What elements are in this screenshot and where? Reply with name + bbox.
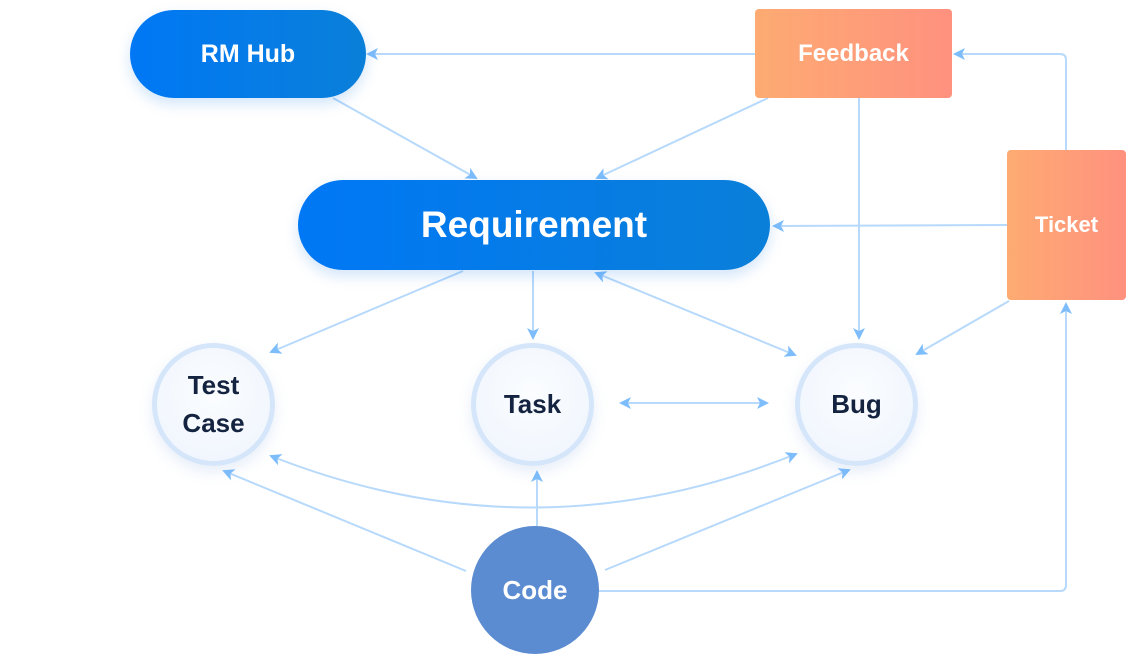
node-rm-hub[interactable]: RM Hub [130, 10, 366, 98]
edge-code-to-ticket [599, 302, 1072, 592]
edge-requirement-bug [594, 271, 797, 357]
node-label: Code [502, 574, 568, 605]
node-label: Requirement [420, 204, 648, 245]
node-label: Bug [831, 389, 882, 419]
edge-ticket-to-bug [915, 300, 1010, 355]
node-code[interactable]: Code [471, 526, 599, 654]
edge-rmhub-to-requirement [332, 97, 478, 179]
node-label: Feedback [798, 39, 909, 67]
edge-code-to-bug [604, 468, 851, 571]
node-feedback[interactable]: Feedback [755, 9, 952, 98]
node-bug[interactable]: Bug [795, 343, 918, 466]
edge-testcase-bug [269, 452, 798, 509]
edge-ticket-to-requirement [772, 219, 1008, 232]
edge-requirement-to-testcase [269, 270, 464, 354]
node-label: Task [503, 389, 562, 419]
edge-ticket-to-feedback [953, 48, 1067, 150]
edge-feedback-to-requirement [595, 97, 769, 180]
node-label: RM Hub [200, 39, 296, 68]
node-requirement[interactable]: Requirement [298, 180, 770, 270]
node-task[interactable]: Task [471, 343, 594, 466]
edge-code-to-testcase [222, 469, 467, 572]
node-ticket[interactable]: Ticket [1007, 150, 1126, 300]
node-label: Test Case [182, 369, 245, 438]
node-test-case[interactable]: Test Case [152, 343, 275, 466]
node-label: Ticket [1034, 212, 1099, 237]
